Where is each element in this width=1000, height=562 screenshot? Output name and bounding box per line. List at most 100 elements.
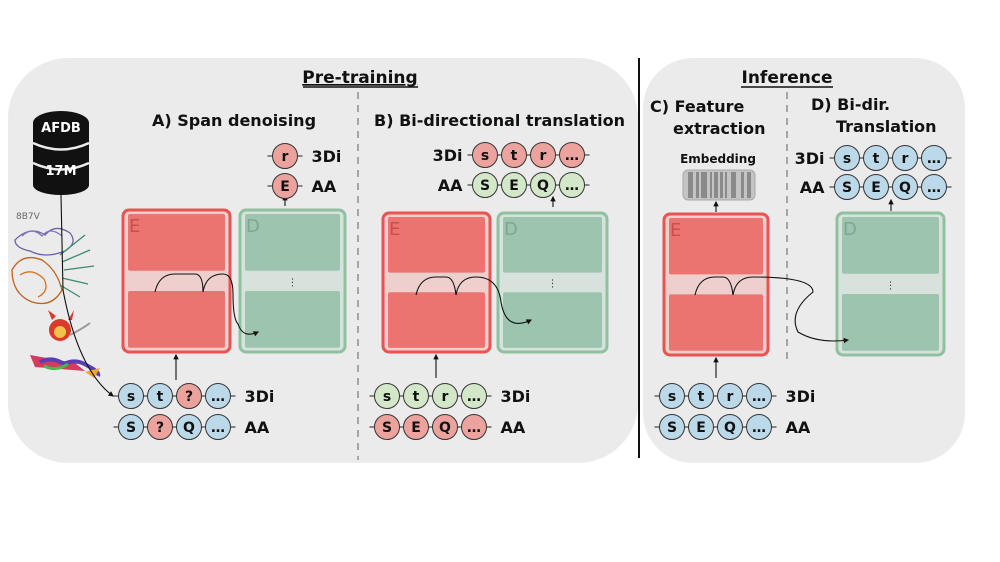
panel-b-title: B) Bi-directional translation [374,111,625,130]
token-circle [461,414,487,440]
token-label: t [413,389,420,405]
token-circle [863,145,889,171]
embedding-bar [741,172,744,198]
panel-d-title-2: Translation [836,117,937,136]
sequence-type-label: AA [245,418,270,437]
decoder-d: D⋮ [835,211,946,357]
token-label: r [540,148,547,164]
token-label: E [509,178,519,194]
token-label: … [467,389,481,405]
sequence-type-label: 3Di [795,149,825,168]
sequence-type-label: 3Di [245,387,275,406]
structure-id: 8B7V [16,212,41,222]
token-label: E [411,420,421,436]
token-row-d-out-aa: S E Q … AA [800,174,952,200]
ellipsis-dots: ⋮ [548,279,558,290]
embedding-bar [714,172,718,198]
encoder-c-label: E [670,220,681,241]
token-label: … [565,148,579,164]
layer-block [503,292,602,348]
sequence-type-label: 3Di [501,387,531,406]
token-label: … [467,420,481,436]
token-circle [892,174,918,200]
token-circle [272,143,298,169]
embedding-bar [720,172,723,198]
token-label: S [382,420,392,436]
token-label: S [126,420,136,436]
token-label: Q [899,180,911,196]
token-circle [892,145,918,171]
token-label: t [511,148,518,164]
token-circle [921,174,947,200]
token-label: s [668,389,676,405]
token-circle [118,414,144,440]
ellipsis-dots: ⋮ [886,280,896,291]
token-label: s [843,151,851,167]
token-circle [834,145,860,171]
cross-attention-cd [694,276,850,344]
token-label: S [842,180,852,196]
token-circle [530,142,556,168]
layer-block [669,218,763,275]
token-circle [403,383,429,409]
token-label: … [752,389,766,405]
inference-title: Inference [742,68,833,88]
layer-block [842,293,939,351]
token-circle [432,383,458,409]
layer-block [128,214,225,271]
encoder-a-label: E [129,216,140,237]
panel-a-title: A) Span denoising [152,111,316,130]
token-label: … [211,389,225,405]
database-label-afdb: AFDB [41,121,81,136]
token-label: … [752,420,766,436]
sequence-type-label: AA [800,178,825,197]
token-circle [559,142,585,168]
protein-structure-image [11,227,95,305]
layer-block [245,290,340,348]
token-circle [717,414,743,440]
token-circle [147,414,173,440]
token-circle [921,145,947,171]
token-label: r [727,389,734,405]
token-circle [530,172,556,198]
token-circle [659,383,685,409]
embedding-bar [747,172,751,198]
token-circle [559,172,585,198]
ellipsis-dots: ⋮ [288,277,298,288]
token-label: E [871,180,881,196]
panel-c-title-1: C) Feature [650,97,744,116]
encoder-b: E [381,211,492,354]
token-circle [205,383,231,409]
token-circle [472,142,498,168]
token-label: s [127,389,135,405]
token-row-a-in-aa: S?Q…AA [113,414,270,440]
token-label: … [927,151,941,167]
token-circle [501,142,527,168]
token-circle [118,383,144,409]
token-label: Q [537,178,549,194]
token-circle [501,172,527,198]
token-circle [432,414,458,440]
token-label: r [282,149,289,165]
token-label: r [902,151,909,167]
embedding-bar [701,172,707,198]
sequence-type-label: AA [501,418,526,437]
embedding-bar [696,172,699,198]
layer-block [669,294,763,351]
token-label: … [927,180,941,196]
panel-c-title-2: extraction [673,119,766,138]
encoder-c: E [662,212,770,357]
token-circle [176,383,202,409]
token-circle [374,383,400,409]
